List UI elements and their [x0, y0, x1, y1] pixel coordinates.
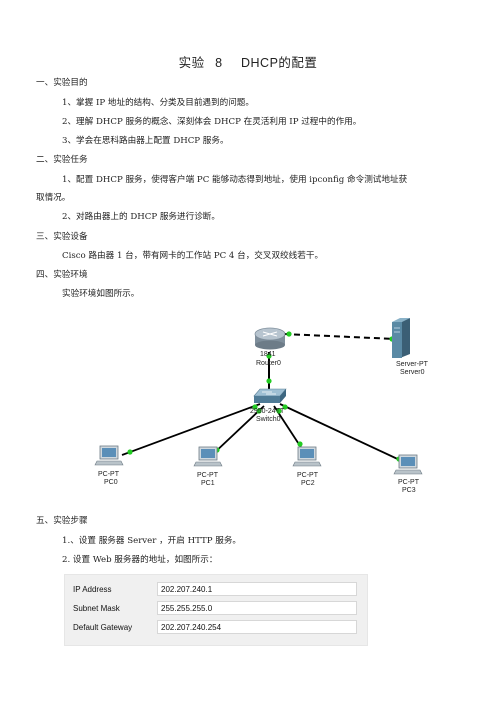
purpose-item-1: 1、掌握 IP 地址的结构、分类及目前遇到的问题。: [62, 98, 254, 108]
task-item-2: 2、对路由器上的 DHCP 服务进行诊断。: [62, 212, 220, 222]
pc3-model-label: PC-PT: [398, 479, 420, 486]
pc0-name-label: PC0: [104, 479, 118, 486]
ip-address-row: IP Address 202.207.240.1: [65, 581, 367, 599]
link-status-dot: [266, 353, 272, 359]
server-model-label: Server-PT: [396, 361, 429, 368]
pc1-name-label: PC1: [201, 480, 215, 487]
default-gateway-label: Default Gateway: [73, 623, 133, 632]
link-status-dot: [256, 408, 262, 414]
link-status-dot: [127, 449, 133, 455]
link-switch-pc0: [121, 403, 261, 456]
link-switch-pc3: [279, 403, 405, 463]
section-tasks-heading: 二、实验任务: [36, 155, 88, 165]
subnet-mask-field[interactable]: 255.255.255.0: [157, 601, 357, 615]
router-name-label: Router0: [256, 360, 281, 367]
pc2-name-label: PC2: [301, 480, 315, 487]
pc3-name-label: PC3: [402, 487, 416, 494]
pc0-model-label: PC-PT: [98, 471, 120, 478]
section-purpose-heading: 一、实验目的: [36, 78, 88, 88]
link-status-dot: [282, 404, 288, 410]
section-environment-heading: 四、实验环境: [36, 270, 88, 280]
subnet-mask-label: Subnet Mask: [73, 604, 120, 613]
router-icon: [254, 327, 286, 350]
pc2-model-label: PC-PT: [297, 472, 319, 479]
purpose-item-3: 3、学会在思科路由器上配置 DHCP 服务。: [62, 136, 229, 146]
ip-config-panel: IP Address 202.207.240.1 Subnet Mask 255…: [64, 574, 368, 646]
link-status-dot: [276, 408, 282, 414]
default-gateway-row: Default Gateway 202.207.240.254: [65, 619, 367, 637]
link-status-dot: [266, 378, 272, 384]
task-item-1a: 1、配置 DHCP 服务，使得客户端 PC 能够动态得到地址，使用 ipconf…: [62, 175, 408, 185]
task-item-1b: 取情况。: [36, 193, 71, 203]
switch-model-label: 2950-24TT: [250, 408, 285, 415]
link-switch-pc1: [211, 405, 265, 456]
pc0-icon: [94, 445, 124, 466]
title-number: 8: [215, 56, 223, 70]
pc2-icon: [292, 446, 322, 467]
pc1-icon: [193, 446, 223, 467]
pc3-icon: [393, 454, 423, 475]
environment-text: 实验环境如图所示。: [62, 289, 140, 299]
section-steps-heading: 五、实验步骤: [36, 516, 88, 526]
subnet-mask-row: Subnet Mask 255.255.255.0: [65, 600, 367, 618]
link-status-dot: [252, 404, 258, 410]
link-status-dot: [297, 441, 303, 447]
ip-address-label: IP Address: [73, 585, 112, 594]
purpose-item-2: 2、理解 DHCP 服务的概念、深刻体会 DHCP 在灵活利用 IP 过程中的作…: [62, 117, 362, 127]
ip-address-field[interactable]: 202.207.240.1: [157, 582, 357, 596]
router-model-label: 1841: [260, 351, 276, 358]
server-name-label: Server0: [400, 369, 425, 376]
page-title: 实验 8 DHCP的配置: [0, 52, 496, 71]
link-status-dot: [286, 331, 292, 337]
step-item-2: 2. 设置 Web 服务器的地址，如图所示：: [62, 555, 218, 565]
link-router-server: [283, 333, 397, 340]
step-item-1: 1.、设置 服务器 Server ，开启 HTTP 服务。: [62, 536, 242, 546]
title-prefix: 实验: [178, 55, 205, 70]
switch-icon: [253, 388, 287, 403]
switch-name-label: Switch0: [256, 416, 281, 423]
server-icon: [392, 318, 410, 358]
title-name: DHCP的配置: [241, 56, 318, 70]
pc1-model-label: PC-PT: [197, 472, 219, 479]
equipment-text: Cisco 路由器 1 台，带有网卡的工作站 PC 4 台，交叉双绞线若干。: [62, 251, 324, 261]
default-gateway-field[interactable]: 202.207.240.254: [157, 620, 357, 634]
section-equipment-heading: 三、实验设备: [36, 232, 88, 242]
